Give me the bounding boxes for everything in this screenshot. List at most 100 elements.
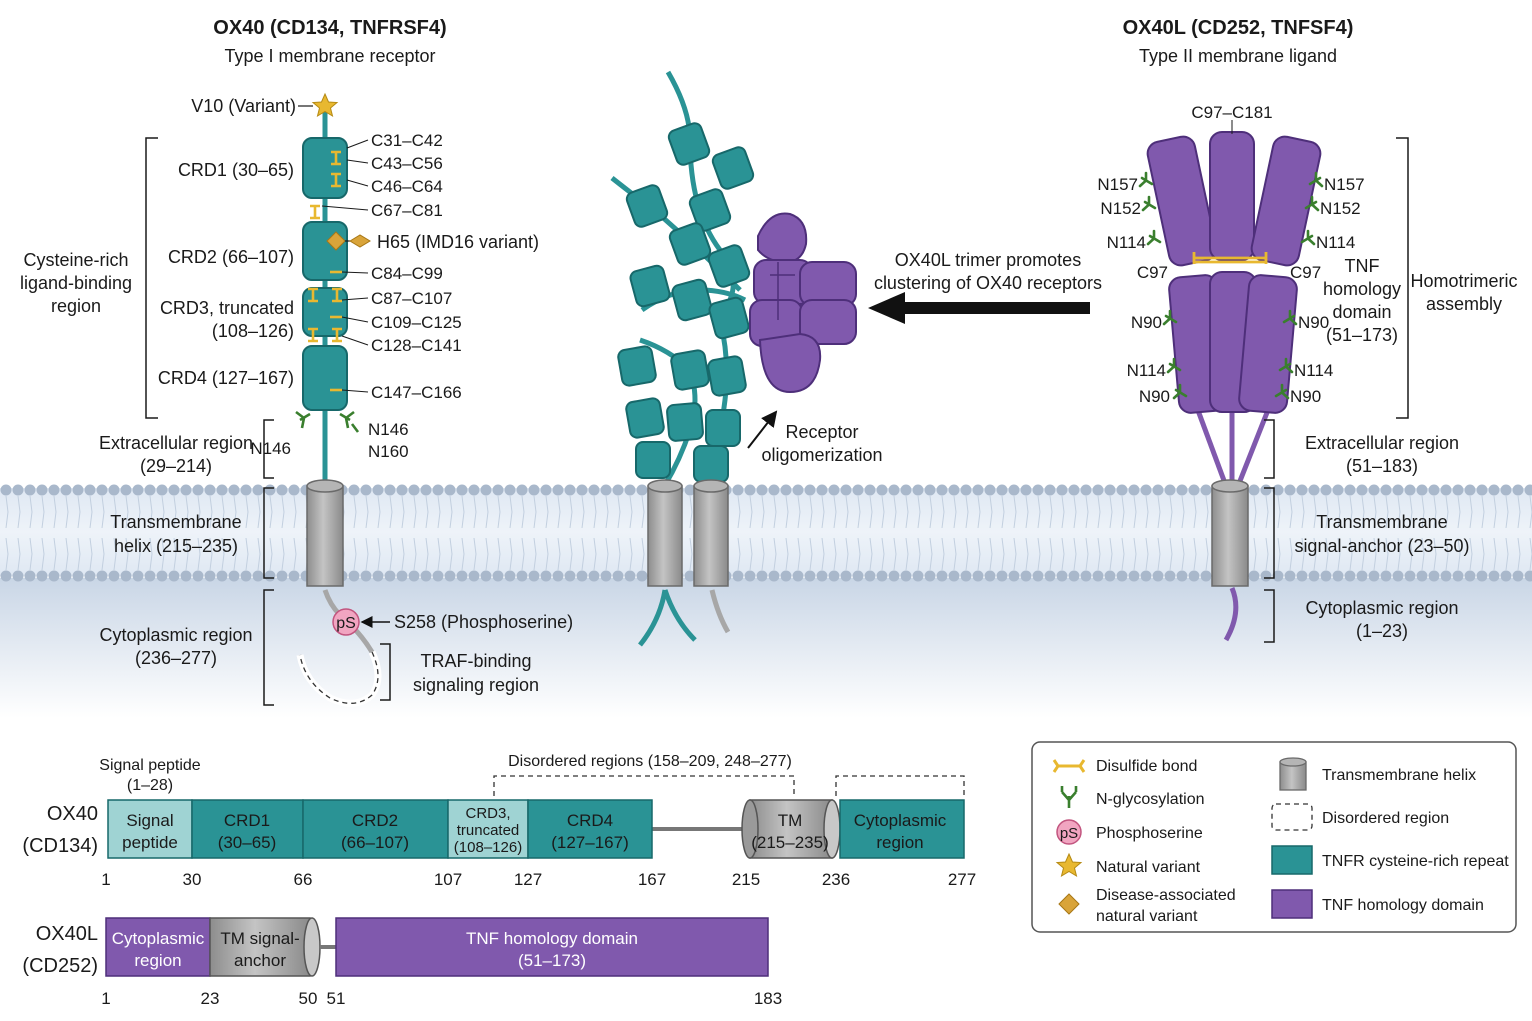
clustering-arrow bbox=[868, 292, 1090, 324]
legend-label: Phosphoserine bbox=[1096, 825, 1203, 842]
crd4-label: CRD4 (127–167) bbox=[158, 368, 294, 388]
legend-label: TNF homology domain bbox=[1322, 897, 1484, 914]
ss-label: C84–C99 bbox=[371, 264, 443, 283]
segment-label: CRD2 bbox=[352, 811, 398, 830]
disordered-label: Disordered regions (158–209, 248–277) bbox=[508, 753, 792, 770]
traf-label: signaling region bbox=[413, 675, 539, 695]
segment-label: peptide bbox=[122, 833, 178, 852]
glyco-n146-left: N146 bbox=[250, 439, 291, 458]
legend-label: Natural variant bbox=[1096, 859, 1201, 876]
crd1-block bbox=[303, 138, 347, 198]
thd-label: TNF bbox=[1345, 256, 1380, 276]
glyco-label: N114 bbox=[1127, 361, 1166, 380]
ox40-cyto-range: (236–277) bbox=[135, 648, 217, 668]
ss-label: C128–C141 bbox=[371, 336, 462, 355]
segment-label: (30–65) bbox=[218, 833, 277, 852]
glycosylation-icon bbox=[340, 412, 358, 432]
segment-label: (66–107) bbox=[341, 833, 409, 852]
h65-diamond-icon bbox=[350, 235, 370, 247]
thd-label: homology bbox=[1323, 279, 1401, 299]
variant-v10-label: V10 (Variant) bbox=[191, 96, 296, 116]
glyco-n146-right: N146 bbox=[368, 420, 409, 439]
segment-label: region bbox=[134, 951, 181, 970]
variant-h65-label: H65 (IMD16 variant) bbox=[377, 232, 539, 252]
ox40-title: OX40 (CD134, TNFRSF4) bbox=[213, 17, 446, 39]
crd4-block bbox=[303, 346, 347, 410]
glyco-label: N114 bbox=[1294, 361, 1333, 380]
crd3-label-line1: CRD3, truncated bbox=[160, 298, 294, 318]
segment-label: (108–126) bbox=[454, 839, 522, 856]
legend-label: Disease-associated bbox=[1096, 887, 1236, 904]
disulfide-labels: C31–C42 C43–C56 C46–C64 C67–C81 C84–C99 … bbox=[371, 131, 462, 402]
ox40l-tm-anchor bbox=[1212, 480, 1248, 586]
tnfr-legend-swatch bbox=[1272, 846, 1312, 874]
cytoplasm-background bbox=[0, 578, 1532, 718]
oligomerization-label: oligomerization bbox=[761, 445, 882, 465]
cys-region-bracket bbox=[146, 138, 158, 418]
legend-label: N-glycosylation bbox=[1096, 791, 1204, 808]
glyco-label: N114 bbox=[1107, 233, 1146, 252]
glyco-label: N90 bbox=[1131, 313, 1162, 332]
homotrimeric-label: assembly bbox=[1426, 294, 1502, 314]
segment-label: CRD1 bbox=[224, 811, 270, 830]
segment-label: TM bbox=[778, 811, 803, 830]
tick-label: 1 bbox=[101, 870, 110, 889]
tick-label: 277 bbox=[948, 870, 976, 889]
segment-label: CRD3, bbox=[465, 805, 510, 822]
crd3-label-line2: (108–126) bbox=[212, 321, 294, 341]
glyco-label: N90 bbox=[1290, 387, 1321, 406]
tick-label: 183 bbox=[754, 989, 782, 1008]
ox40l-subtitle: Type II membrane ligand bbox=[1139, 46, 1337, 66]
segment-label: TM signal- bbox=[220, 929, 299, 948]
segment-label: (127–167) bbox=[551, 833, 629, 852]
clustering-label: clustering of OX40 receptors bbox=[874, 273, 1102, 293]
c97-left: C97 bbox=[1137, 263, 1168, 282]
crd1-label: CRD1 (30–65) bbox=[178, 160, 294, 180]
tick-label: 30 bbox=[183, 870, 202, 889]
thd-label: domain bbox=[1332, 302, 1391, 322]
ss-label: C109–C125 bbox=[371, 313, 462, 332]
c97-c181-label: C97–C181 bbox=[1191, 103, 1272, 122]
segment-label: Cytoplasmic bbox=[112, 929, 205, 948]
legend: Disulfide bond N-glycosylation pS Phosph… bbox=[1032, 742, 1516, 932]
ps-legend-text: pS bbox=[1060, 825, 1078, 842]
glyco-label: N157 bbox=[1097, 175, 1138, 194]
ox40l-tm-range: signal-anchor (23–50) bbox=[1294, 536, 1469, 556]
ox40l-tm-label: Transmembrane bbox=[1316, 512, 1447, 532]
disordered-bracket bbox=[494, 776, 794, 796]
ox40-map-label: (CD134) bbox=[22, 835, 98, 857]
signal-peptide-top: (1–28) bbox=[127, 777, 173, 794]
ss-label: C46–C64 bbox=[371, 177, 443, 196]
thd-label: (51–173) bbox=[1326, 325, 1398, 345]
ox40l-cyto-range: (1–23) bbox=[1356, 621, 1408, 641]
cys-region-label: region bbox=[51, 296, 101, 316]
ox40-extracellular-range: (29–214) bbox=[140, 456, 212, 476]
clustering-label: OX40L trimer promotes bbox=[895, 250, 1081, 270]
glyco-label: N114 bbox=[1316, 233, 1355, 252]
ox40-tm-range: helix (215–235) bbox=[114, 536, 238, 556]
glyco-label: N157 bbox=[1324, 175, 1365, 194]
oligomerization-label: Receptor bbox=[785, 422, 858, 442]
ox40l-trimer-head bbox=[750, 213, 856, 392]
crd2-label: CRD2 (66–107) bbox=[168, 247, 294, 267]
ox40l-map-label: OX40L bbox=[36, 923, 98, 945]
ss-label: C31–C42 bbox=[371, 131, 443, 150]
tick-label: 1 bbox=[101, 989, 110, 1008]
glyco-label: N152 bbox=[1100, 199, 1141, 218]
tick-label: 51 bbox=[327, 989, 346, 1008]
ox40l-extracellular-label: Extracellular region bbox=[1305, 433, 1459, 453]
ox40l-title: OX40L (CD252, TNFSF4) bbox=[1123, 17, 1354, 39]
segment-label: truncated bbox=[457, 822, 520, 839]
legend-label: Disordered region bbox=[1322, 810, 1449, 827]
ox40-tm-label: Transmembrane bbox=[110, 512, 241, 532]
glycosylation-icon bbox=[296, 412, 310, 428]
legend-label: Disulfide bond bbox=[1096, 758, 1197, 775]
legend-label: natural variant bbox=[1096, 908, 1198, 925]
s258-label: S258 (Phosphoserine) bbox=[394, 612, 573, 632]
tick-label: 107 bbox=[434, 870, 462, 889]
ox40l-map-label: (CD252) bbox=[22, 955, 98, 977]
ox40l-extracellular-range: (51–183) bbox=[1346, 456, 1418, 476]
ox40l-cyto-label: Cytoplasmic region bbox=[1305, 598, 1458, 618]
tick-label: 23 bbox=[201, 989, 220, 1008]
